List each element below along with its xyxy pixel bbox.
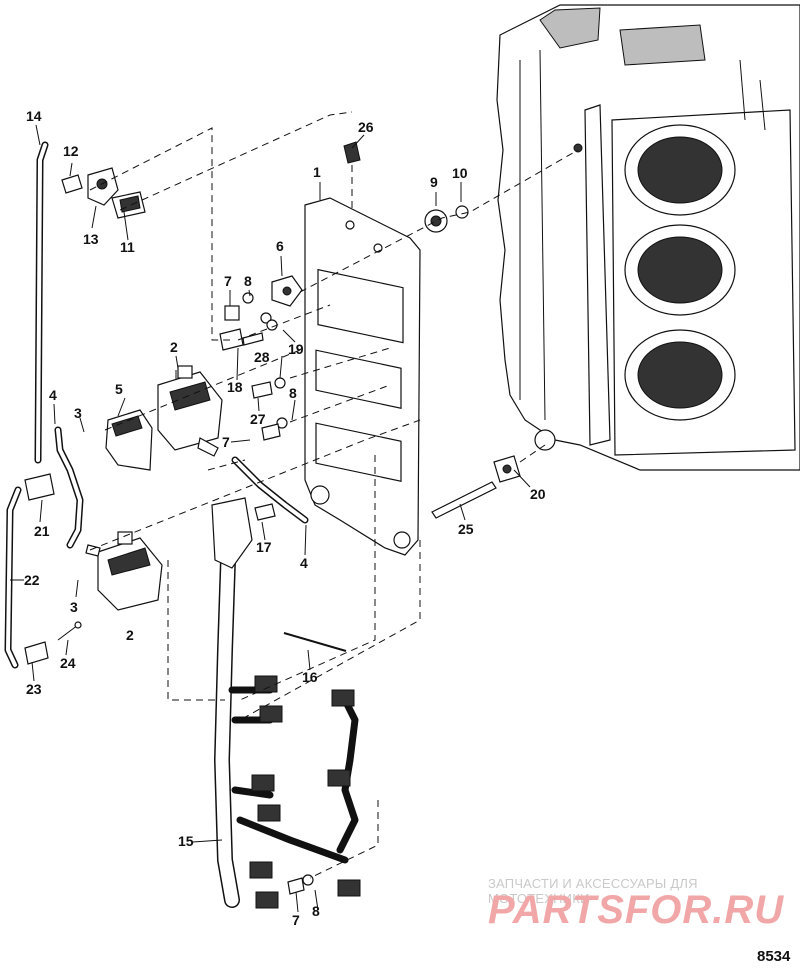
callout-26: 26 xyxy=(358,119,374,135)
callout-28: 28 xyxy=(254,349,270,365)
spark-plug-lead-upper xyxy=(54,426,84,549)
callout-9: 9 xyxy=(430,174,438,190)
callout-7-top: 7 xyxy=(224,273,232,289)
callout-19: 19 xyxy=(288,341,304,357)
callout-15: 15 xyxy=(178,833,194,849)
callout-6: 6 xyxy=(276,238,284,254)
callout-18: 18 xyxy=(227,379,243,395)
callout-8-top: 8 xyxy=(244,273,252,289)
callout-12: 12 xyxy=(63,143,79,159)
mounting-plate xyxy=(304,197,421,556)
engine-block xyxy=(496,4,800,471)
callout-2-lower: 2 xyxy=(126,627,134,643)
callout-20: 20 xyxy=(530,486,546,502)
dowel-pin-25 xyxy=(431,481,497,519)
callout-14: 14 xyxy=(26,108,42,124)
callout-2-upper: 2 xyxy=(170,339,178,355)
callout-17: 17 xyxy=(256,539,272,555)
callout-25: 25 xyxy=(458,521,474,537)
hardware-parts xyxy=(219,141,469,895)
callout-5: 5 xyxy=(115,381,123,397)
callout-23: 23 xyxy=(26,681,42,697)
callout-numbers: 1 2 2 3 3 4 4 5 6 7 7 7 8 8 8 9 10 11 12… xyxy=(24,108,546,928)
callout-13: 13 xyxy=(83,231,99,247)
wiring-harness xyxy=(211,497,361,909)
callout-10: 10 xyxy=(452,165,468,181)
callout-3-upper: 3 xyxy=(74,405,82,421)
module-bracket xyxy=(105,409,153,471)
assembly-lines xyxy=(89,111,579,879)
hose-14 xyxy=(34,141,49,464)
watermark-subtitle: ЗАПЧАСТИ И АКСЕССУАРЫ ДЛЯ МОТОТЕХНИКИ xyxy=(488,876,698,906)
callout-leaders xyxy=(10,124,531,913)
callout-7-mid: 7 xyxy=(222,434,230,450)
callout-24: 24 xyxy=(60,655,76,671)
callout-8-bottom: 8 xyxy=(312,903,320,919)
callout-4-lower: 4 xyxy=(300,555,308,571)
callout-1: 1 xyxy=(313,164,321,180)
callout-11: 11 xyxy=(120,239,135,255)
callout-27: 27 xyxy=(250,411,266,427)
sensor-assembly xyxy=(61,167,146,219)
callout-3-lower: 3 xyxy=(70,599,78,615)
callout-22: 22 xyxy=(24,572,40,588)
hose-22 xyxy=(4,486,22,669)
callout-4-upper: 4 xyxy=(49,387,57,403)
spark-plug-lead-lower xyxy=(231,456,309,524)
watermark-brand: PARTSFOR.RU xyxy=(488,888,785,932)
callout-16: 16 xyxy=(302,669,318,685)
callout-8-mid: 8 xyxy=(289,385,297,401)
figure-number: 8534 xyxy=(757,948,791,965)
ignition-coil-lower xyxy=(85,531,163,611)
fitting-23-24 xyxy=(24,621,82,665)
callout-7-bottom: 7 xyxy=(292,912,300,928)
ignition-coil-upper xyxy=(157,365,223,457)
callout-21: 21 xyxy=(34,523,50,539)
fitting-21 xyxy=(24,473,55,501)
sensor-17 xyxy=(254,503,276,521)
fitting-20 xyxy=(493,455,521,483)
cable-tie xyxy=(283,632,347,652)
